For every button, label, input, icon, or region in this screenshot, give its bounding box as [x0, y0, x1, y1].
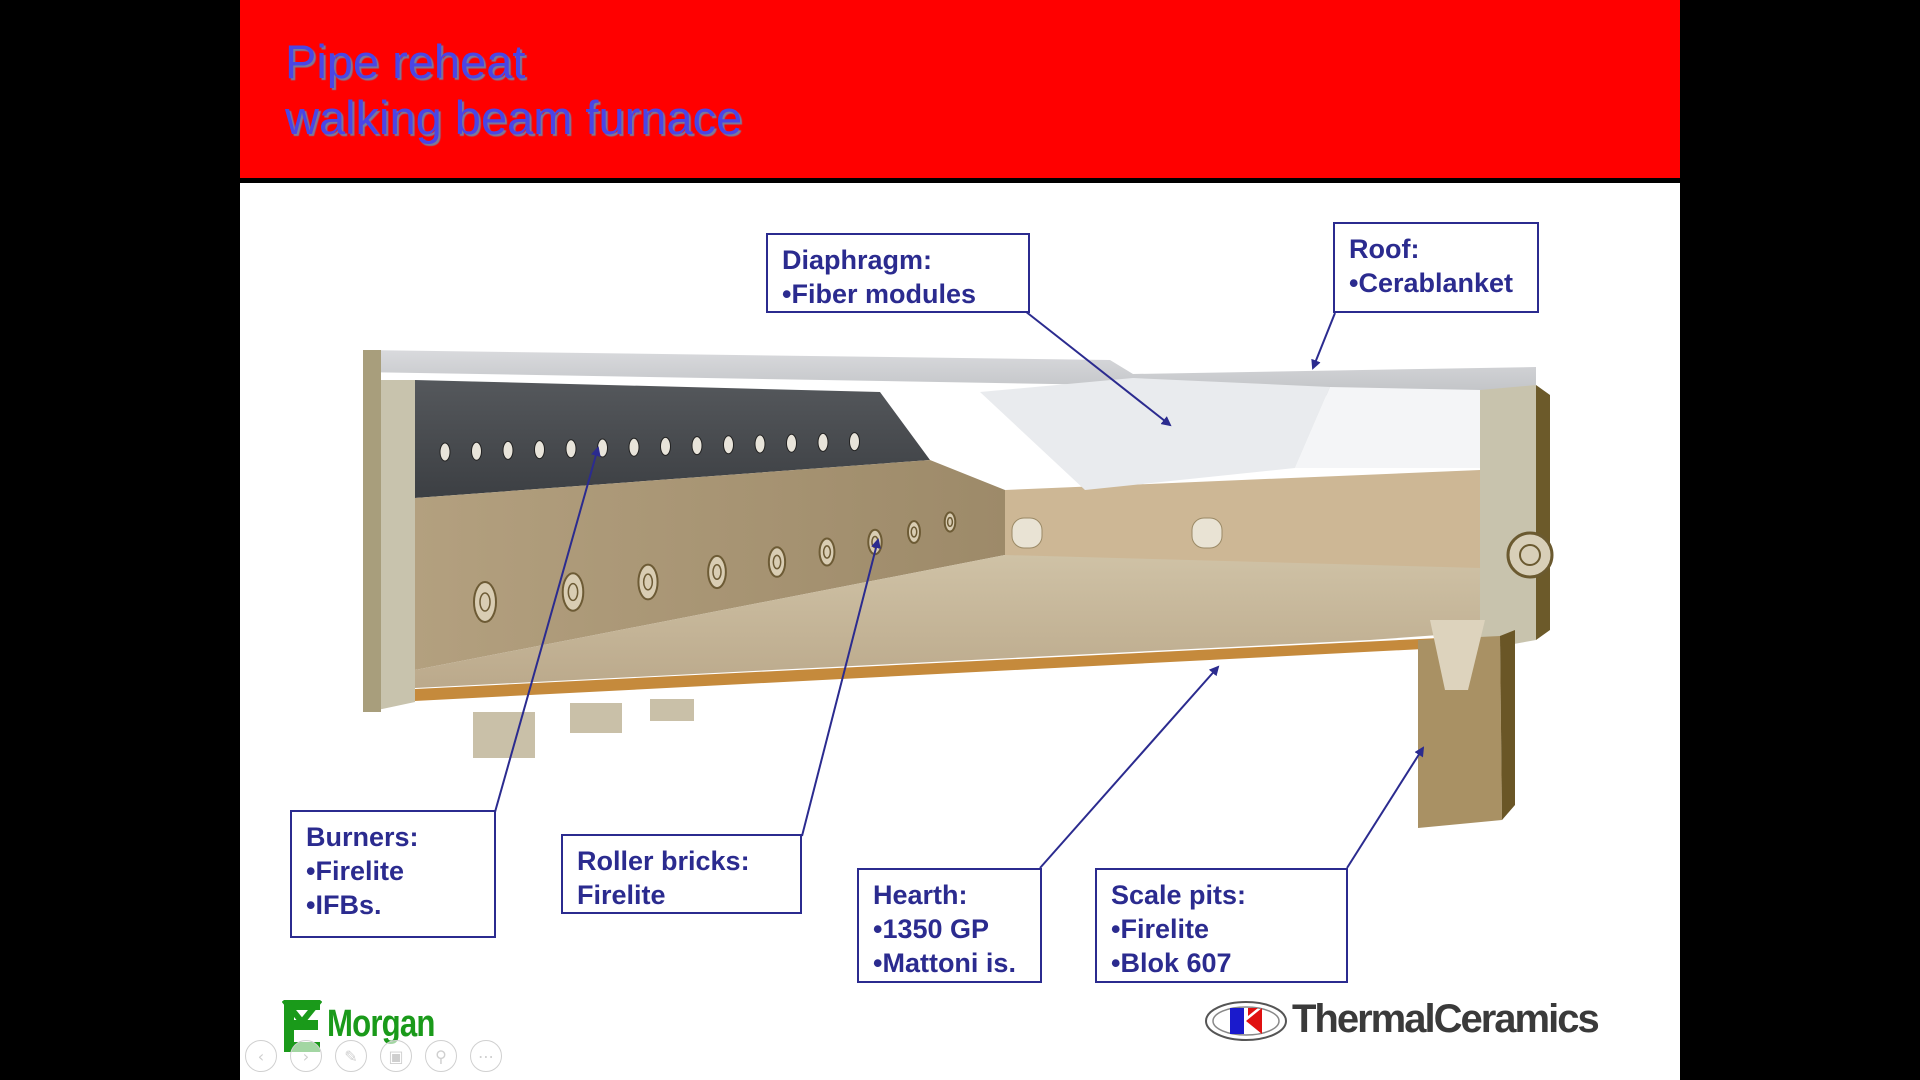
- roof-underside: [1295, 387, 1480, 468]
- diaphragm-callout: Diaphragm: •Fiber modules: [766, 233, 1030, 313]
- slide: Pipe reheat walking beam furnace: [240, 0, 1680, 1080]
- roller-port: [502, 440, 514, 460]
- roller-bricks-leader: [801, 538, 881, 837]
- scale-pits-leader: [1346, 746, 1425, 869]
- scale-pit-side: [1500, 630, 1515, 820]
- roller-port: [786, 433, 797, 453]
- roller-port: [660, 436, 671, 456]
- roller-bricks-callout: Roller bricks: Firelite: [561, 834, 802, 914]
- thermal-ceramics-logo-text: ThermalCeramics: [1292, 997, 1600, 1041]
- magnifier-icon: ⚲: [435, 1046, 447, 1066]
- previous-slide-button[interactable]: ‹: [245, 1040, 277, 1072]
- roller-port: [439, 442, 451, 462]
- scale-pit: [1418, 636, 1502, 828]
- left-edge: [363, 350, 381, 712]
- hearth-item-2: •Mattoni is.: [873, 948, 1016, 978]
- burner-block: [818, 537, 836, 567]
- burners-callout: Burners: •Firelite •IFBs.: [290, 810, 496, 938]
- roof-leader: [1311, 312, 1336, 370]
- more-options-button[interactable]: ⋯: [470, 1040, 502, 1072]
- diaphragm-heading: Diaphragm:: [782, 245, 933, 275]
- support-2: [570, 703, 622, 733]
- back-wall: [1005, 470, 1480, 570]
- burner-block: [637, 563, 659, 601]
- burner-block: [943, 511, 957, 533]
- hearth-heading: Hearth:: [873, 880, 968, 910]
- scale-pits-callout: Scale pits: •Firelite •Blok 607: [1095, 868, 1348, 983]
- pen-tool-button[interactable]: ✎: [335, 1040, 367, 1072]
- more-icon: ⋯: [478, 1046, 494, 1066]
- burner-block: [907, 520, 921, 544]
- roof-item-1: •Cerablanket: [1349, 268, 1514, 298]
- roller-port: [817, 432, 829, 452]
- hearth-surface: [415, 555, 1480, 688]
- hearth-item-1: •1350 GP: [873, 914, 990, 944]
- roller-port: [723, 435, 734, 455]
- next-slide-button[interactable]: ›: [290, 1040, 322, 1072]
- title-bar: Pipe reheat walking beam furnace: [240, 0, 1680, 183]
- pen-icon: ✎: [344, 1046, 358, 1066]
- roller-port: [471, 441, 482, 461]
- burners-leader: [494, 446, 601, 813]
- upper-wall: [415, 380, 930, 498]
- hearth-layer: [395, 635, 1500, 702]
- door-1: [1011, 517, 1043, 549]
- roof-callout: Roof: •Cerablanket: [1333, 222, 1539, 313]
- end-burner: [1506, 531, 1554, 579]
- slides-grid-icon: ▣: [388, 1046, 404, 1066]
- door-2: [1191, 517, 1223, 549]
- roller-port: [597, 438, 608, 458]
- title-line-1: Pipe reheat: [285, 35, 526, 88]
- roller-port: [628, 437, 640, 457]
- scale-pits-heading: Scale pits:: [1111, 880, 1247, 910]
- burner-block: [767, 546, 787, 578]
- burner-block: [707, 554, 727, 590]
- burners-item-1: •Firelite: [306, 856, 404, 886]
- furnace-drawing: [363, 310, 1554, 869]
- right-frame: [1536, 385, 1550, 640]
- title-line-2: walking beam furnace: [285, 91, 743, 144]
- slideshow-controls: ‹ › ✎ ▣ ⚲ ⋯: [245, 1040, 502, 1072]
- chevron-right-icon: ›: [302, 1046, 310, 1066]
- roller-ports: [439, 432, 860, 462]
- roof-heading: Roof:: [1349, 234, 1420, 264]
- scale-pit-funnel: [1430, 620, 1485, 690]
- morgan-logo-text: Morgan: [327, 1003, 435, 1045]
- scale-pits-item-2: •Blok 607: [1111, 948, 1232, 978]
- zoom-button[interactable]: ⚲: [425, 1040, 457, 1072]
- see-all-slides-button[interactable]: ▣: [380, 1040, 412, 1072]
- burner-block: [561, 572, 585, 612]
- diaphragm-item-1: •Fiber modules: [782, 279, 976, 309]
- roller-port: [691, 436, 703, 456]
- diaphragm: [980, 378, 1330, 490]
- roller-port: [849, 432, 860, 452]
- roller-bricks-heading: Roller bricks:: [577, 846, 750, 876]
- diaphragm-leader: [1024, 310, 1172, 427]
- roller-port: [565, 439, 577, 459]
- right-end-wall: [1480, 385, 1536, 650]
- hearth-leader: [1039, 665, 1220, 869]
- hearth-callout: Hearth: •1350 GP •Mattoni is.: [857, 868, 1042, 983]
- roller-port: [534, 440, 545, 460]
- thermal-ceramics-logo-mark: [1205, 1001, 1287, 1041]
- support-3: [650, 699, 694, 721]
- scale-pits-item-1: •Firelite: [1111, 914, 1209, 944]
- roller-port: [754, 434, 766, 454]
- burners-item-2: •IFBs.: [306, 890, 382, 920]
- burners-heading: Burners:: [306, 822, 419, 852]
- slide-title: Pipe reheat walking beam furnace: [285, 34, 742, 146]
- roller-bricks-item-1: Firelite: [577, 880, 666, 910]
- chevron-left-icon: ‹: [257, 1046, 265, 1066]
- morgan-logo-mark: [282, 1000, 322, 1052]
- support-1: [473, 712, 535, 758]
- burner-block: [473, 581, 497, 623]
